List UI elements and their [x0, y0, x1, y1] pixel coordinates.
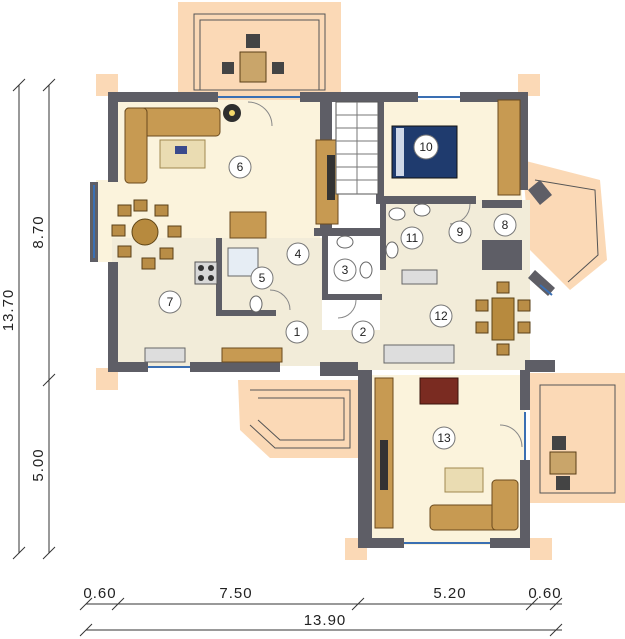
dining-chairs-round: [111, 199, 182, 270]
horizontal-dimensions: 0.60 7.50 5.20 0.60 13.90: [79, 585, 563, 637]
dim-lower-height: 5.00: [30, 448, 47, 481]
furniture: [111, 34, 577, 531]
plant-icon: [223, 104, 241, 122]
dining-chairs-rect: [475, 281, 531, 356]
dim-upper-height: 8.70: [30, 215, 47, 248]
dining-table-rect: [491, 297, 515, 341]
kitchen-counter: [221, 347, 283, 363]
openings: [93, 96, 553, 544]
svg-text:8: 8: [502, 218, 509, 232]
dim-left-part: 7.50: [219, 585, 252, 602]
terrace-south: [238, 380, 360, 458]
dim-right-margin: 0.60: [528, 585, 561, 602]
toilet-icon-11: [385, 241, 399, 259]
dim-left-margin: 0.60: [83, 585, 116, 602]
svg-text:4: 4: [295, 247, 302, 261]
room-label-9: 9: [448, 220, 472, 244]
terrace-southeast: [530, 373, 625, 503]
vertical-dimensions: 13.70 8.70 5.00: [0, 78, 56, 560]
toilet-icon-5: [249, 295, 263, 313]
room-label-2: 2: [351, 320, 375, 344]
shower-icon-11: [388, 207, 406, 221]
room-label-4: 4: [286, 242, 310, 266]
svg-text:1: 1: [294, 325, 301, 339]
svg-text:12: 12: [434, 309, 448, 323]
garden-set-north: [222, 34, 284, 83]
walls: [90, 92, 555, 548]
dining-table-round: [131, 218, 159, 246]
stove-icon: [194, 261, 218, 285]
dim-right-part: 5.20: [433, 585, 466, 602]
room-label-3: 3: [333, 258, 357, 282]
corner-post-nw: [96, 74, 118, 96]
fireplace-lower: [419, 377, 459, 405]
sofa-living-side: [124, 107, 148, 184]
dim-total-width: 13.90: [304, 612, 347, 629]
tv-icon-hall: [327, 155, 335, 200]
corner-post-ne: [518, 74, 540, 96]
svg-text:5: 5: [259, 271, 266, 285]
dim-total-height: 13.70: [0, 289, 17, 332]
desk-room13: [444, 467, 484, 493]
corner-post-sw: [96, 368, 118, 390]
room-label-5: 5: [250, 266, 274, 290]
garden-set-east: [549, 436, 577, 490]
room-labels: 1 2 3 4 5 6 7 8: [158, 134, 517, 450]
sink-kitchen: [144, 347, 186, 363]
svg-text:13: 13: [437, 431, 451, 445]
room-label-12: 12: [429, 304, 453, 328]
room-label-11: 11: [400, 226, 424, 250]
room-label-10: 10: [413, 134, 439, 160]
room-label-8: 8: [493, 213, 517, 237]
kitchen-counter-2: [383, 344, 455, 364]
svg-text:6: 6: [237, 160, 244, 174]
svg-text:3: 3: [342, 263, 349, 277]
toilet-icon-3: [359, 261, 373, 279]
svg-text:9: 9: [457, 225, 464, 239]
room-label-1: 1: [285, 320, 309, 344]
wardrobe-bedroom: [497, 99, 521, 196]
fireplace-upper: [229, 211, 267, 239]
svg-text:11: 11: [406, 231, 419, 245]
svg-text:10: 10: [419, 140, 433, 154]
sink-icon-11: [413, 203, 431, 217]
room-label-7: 7: [158, 290, 182, 314]
room-label-13: 13: [432, 426, 456, 450]
staircase: [335, 101, 379, 195]
sink-icon-3: [336, 235, 354, 249]
room-label-6: 6: [228, 155, 252, 179]
tv-icon-room13: [380, 440, 388, 490]
laptop-icon: [175, 146, 187, 154]
svg-text:2: 2: [360, 325, 367, 339]
sink-kitchen-2: [401, 269, 438, 285]
svg-text:7: 7: [167, 295, 174, 309]
sofa-room13-side: [491, 479, 519, 531]
terrace-north: [178, 2, 341, 100]
bed-pillows: [396, 128, 404, 176]
door-swings: [247, 101, 523, 448]
corner-post-s2: [530, 538, 552, 560]
